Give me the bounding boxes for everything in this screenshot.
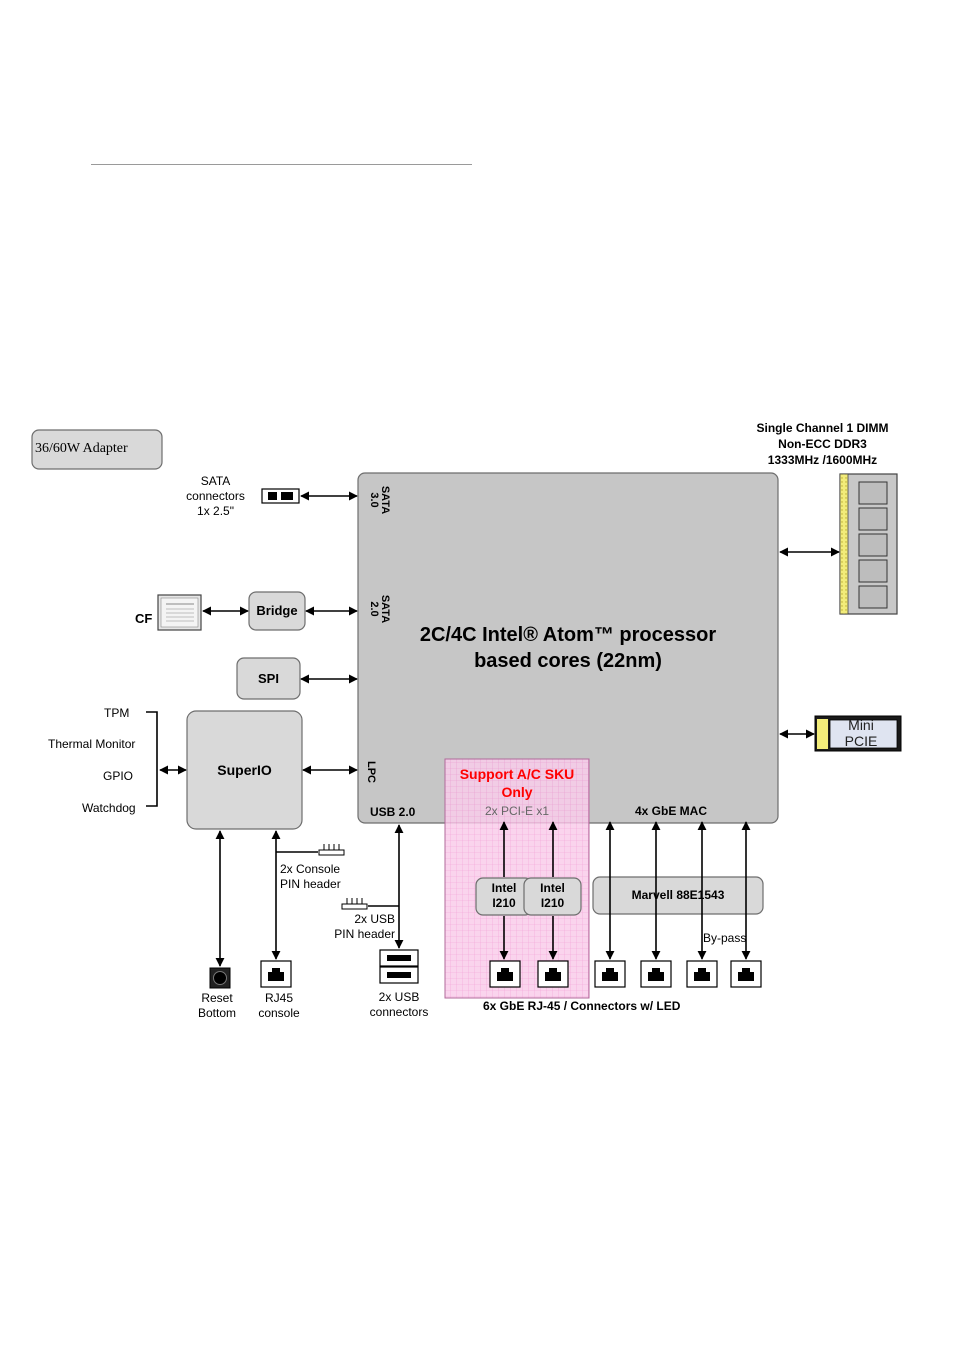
mini-pcie-label: Mini PCIE (844, 717, 878, 748)
cf-card-icon (157, 594, 202, 631)
superio-item-tpm: TPM (104, 706, 130, 720)
marvell-label: Marvell 88E1543 (631, 888, 725, 902)
superio-item-watchdog: Watchdog (82, 801, 136, 815)
usb-connector-icon (379, 949, 419, 984)
sku-note-label: Support A/C SKU Only (459, 766, 575, 800)
superio-bracket (146, 711, 158, 807)
port-gbe-mac-label: 4x GbE MAC (635, 804, 708, 818)
spi-box (236, 657, 301, 700)
port-lpc-label: LPC (365, 761, 377, 783)
port-sata2-label: SATA 2.0 (368, 594, 391, 624)
reset-label: Reset Bottom (197, 991, 236, 1020)
reset-button-icon (209, 967, 231, 989)
rj45-port-icon-4 (640, 960, 672, 988)
port-usb2-label: USB 2.0 (370, 805, 416, 819)
spi-label: SPI (258, 671, 279, 686)
usb-header-label: 2x USB PIN header (334, 912, 395, 941)
superio-box (186, 710, 303, 830)
rj45-port-icon-6 (730, 960, 762, 988)
rj45-port-icon-1 (489, 960, 521, 988)
rj45-port-icon-5 (686, 960, 718, 988)
console-header-label: 2x Console PIN header (280, 862, 341, 891)
intel-i210-box-2 (523, 877, 582, 916)
processor-title: 2C/4C Intel® Atom™ processor based cores… (419, 624, 717, 672)
sata-connectors-label: SATA connectors 1x 2.5" (186, 474, 245, 518)
port-sata3-label: SATA 3.0 (368, 485, 391, 515)
rj45-console-label: RJ45 console (258, 991, 300, 1020)
console-pin-header-icon (318, 844, 345, 856)
rj45-port-icon-2 (537, 960, 569, 988)
usb-pin-header-icon (341, 898, 368, 910)
bridge-box (248, 591, 306, 631)
adapter-label: 36/60W Adapter (35, 441, 128, 456)
mini-pcie-card (814, 715, 902, 752)
port-pcie-label: 2x PCI-E x1 (484, 804, 550, 818)
bypass-label: By-pass (703, 931, 747, 945)
bridge-label: Bridge (256, 603, 298, 618)
superio-item-thermal: Thermal Monitor (48, 737, 136, 751)
top-rule (91, 164, 472, 165)
intel-i210-label-1: Intel I210 (491, 881, 517, 910)
dimm-module (839, 473, 898, 615)
rj45-console-port-icon (260, 960, 292, 988)
gbe-rj45-label: 6x GbE RJ-45 / Connectors w/ LED (483, 999, 681, 1013)
marvell-box (592, 876, 764, 915)
sata-connector-icon (261, 488, 300, 504)
intel-i210-label-2: Intel I210 (540, 881, 565, 910)
usb-connectors-label: 2x USB connectors (369, 990, 429, 1019)
memory-label: Single Channel 1 DIMM Non-ECC DDR3 1333M… (756, 421, 889, 467)
superio-label: SuperIO (217, 762, 272, 778)
cf-label: CF (135, 611, 153, 626)
rj45-port-icon-3 (594, 960, 626, 988)
superio-item-gpio: GPIO (103, 769, 134, 783)
adapter-box (31, 429, 163, 470)
